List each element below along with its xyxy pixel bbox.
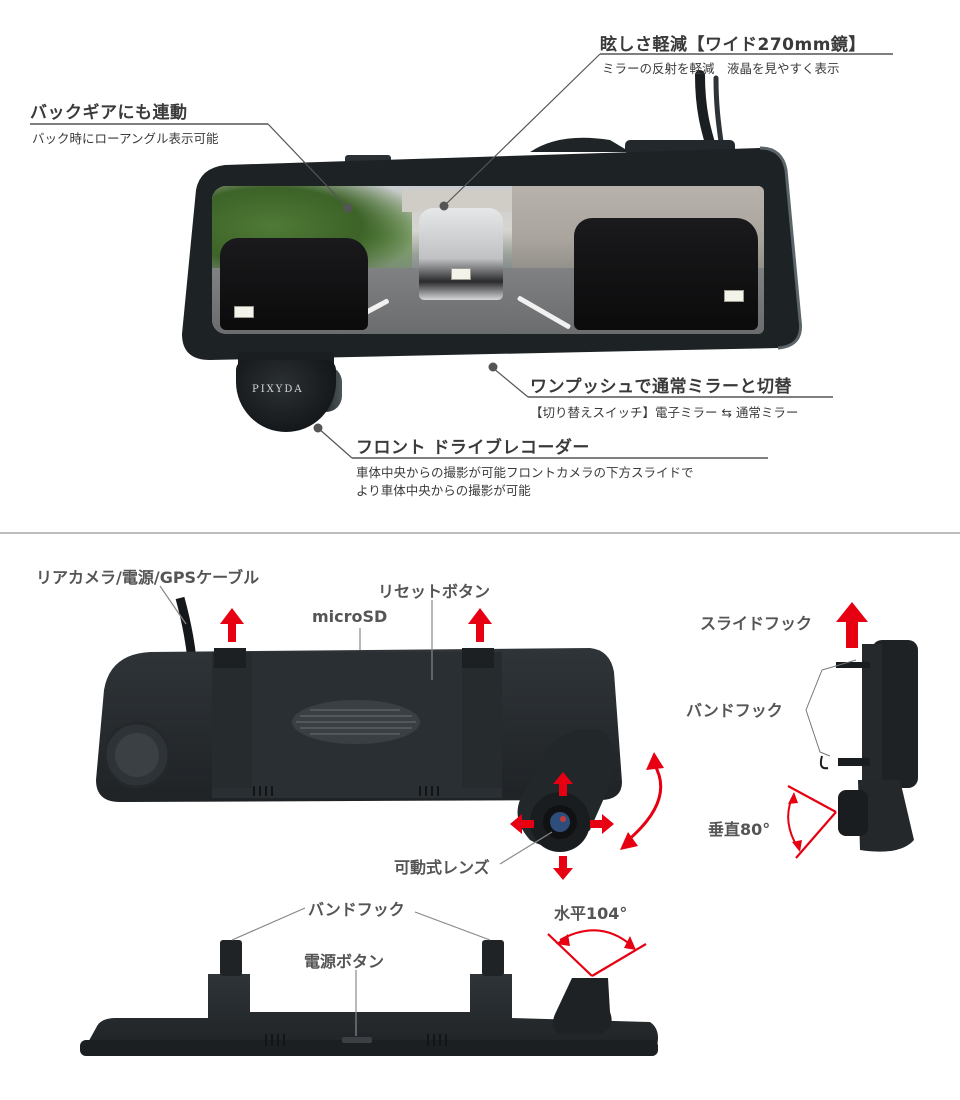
car-right-suv bbox=[574, 218, 758, 330]
label-movable-lens: 可動式レンズ bbox=[394, 858, 490, 877]
label-cable: リアカメラ/電源/GPSケーブル bbox=[36, 568, 260, 587]
callout-back-gear-subtitle: バック時にローアングル表示可能 bbox=[32, 131, 219, 146]
license-plate bbox=[234, 306, 254, 318]
label-vertical-angle: 垂直80° bbox=[708, 820, 771, 839]
car-left-sedan bbox=[220, 238, 368, 330]
callout-title: フロント ドライブレコーダー bbox=[356, 438, 590, 458]
car-center-minivan bbox=[419, 208, 503, 300]
callout-one-push-subtitle: 【切り替えスイッチ】電子ミラー ⇆ 通常ミラー bbox=[530, 405, 799, 420]
callout-title: バックギアにも連動 bbox=[30, 103, 188, 123]
callout-front-recorder-line2: より車体中央からの撮影が可能 bbox=[356, 483, 531, 498]
section-divider bbox=[0, 532, 960, 534]
callout-title: 眩しさ軽減【ワイド270mm鏡】 bbox=[600, 35, 866, 55]
label-slide-hook: スライドフック bbox=[700, 614, 813, 633]
mirror-screen-display bbox=[212, 186, 764, 334]
callout-front-recorder: フロント ドライブレコーダー bbox=[356, 433, 590, 458]
callout-anti-glare: 眩しさ軽減【ワイド270mm鏡】 bbox=[600, 30, 866, 55]
label-power-button: 電源ボタン bbox=[304, 952, 385, 971]
callout-anti-glare-subtitle: ミラーの反射を軽減 液晶を見やすく表示 bbox=[602, 61, 840, 76]
license-plate bbox=[724, 290, 744, 302]
callout-title: ワンプッシュで通常ミラーと切替 bbox=[530, 377, 792, 397]
license-plate bbox=[451, 268, 471, 280]
brand-logo: PIXYDA bbox=[252, 384, 304, 395]
label-band-hook-side: バンドフック bbox=[686, 701, 783, 720]
label-horizontal-angle: 水平104° bbox=[554, 904, 628, 923]
four-direction-arrows-icon bbox=[510, 772, 614, 880]
callout-front-recorder-line1: 車体中央からの撮影が可能フロントカメラの下方スライドで bbox=[356, 465, 694, 480]
front-camera-module bbox=[236, 360, 336, 432]
label-microsd: microSD bbox=[312, 607, 388, 626]
callout-back-gear: バックギアにも連動 bbox=[30, 98, 188, 123]
label-band-hook-bottom: バンドフック bbox=[308, 900, 405, 919]
callout-one-push: ワンプッシュで通常ミラーと切替 bbox=[530, 372, 792, 397]
power-button-shape bbox=[342, 1037, 372, 1043]
label-reset-button: リセットボタン bbox=[378, 582, 491, 601]
